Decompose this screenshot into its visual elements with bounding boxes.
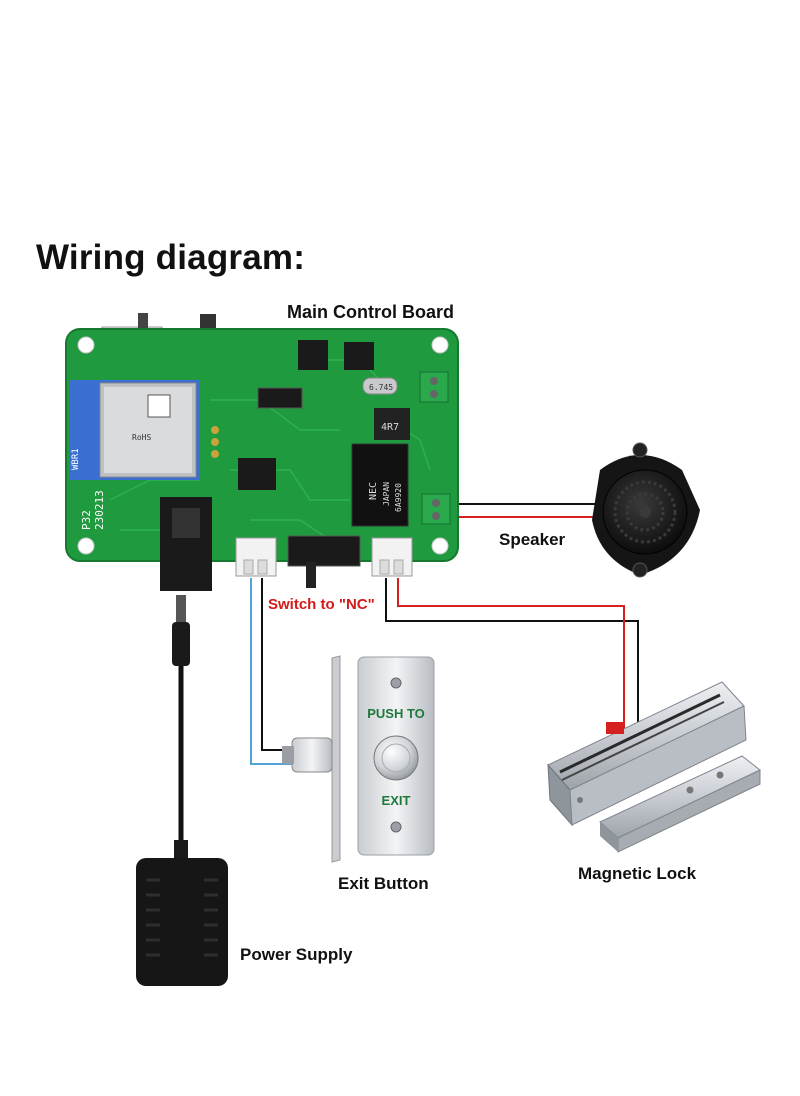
main-control-board-label: Main Control Board xyxy=(287,302,454,322)
plate-bottom-text: EXIT xyxy=(382,793,411,808)
exit-button-device: PUSH TO EXIT xyxy=(282,655,435,863)
exit-button-label: Exit Button xyxy=(338,874,429,893)
relay-code-mark: 6A9920 xyxy=(394,483,403,512)
speaker-device xyxy=(592,442,700,578)
exit-wire-black xyxy=(261,578,292,751)
relay xyxy=(351,443,409,527)
inductor-mark: 4R7 xyxy=(381,422,399,433)
magnetic-lock-device xyxy=(547,681,761,853)
slide-switch-mid xyxy=(257,387,303,409)
switch-note-label: Switch to "NC" xyxy=(268,596,375,613)
ic-chip-2 xyxy=(298,340,328,370)
wires xyxy=(250,503,639,765)
speaker-label: Speaker xyxy=(499,530,566,549)
lock-wire-red xyxy=(397,578,625,728)
relay-brand-mark: NEC xyxy=(368,482,379,500)
power-supply-label: Power Supply xyxy=(240,945,353,964)
inductor xyxy=(374,408,410,440)
adapter-body xyxy=(136,858,228,986)
push-button xyxy=(373,735,419,781)
board-date-mark: 230213 xyxy=(93,490,106,530)
magnetic-lock-label: Magnetic Lock xyxy=(578,864,697,883)
module-mark: WBR1 xyxy=(71,448,81,470)
ic-chip-3 xyxy=(344,342,374,370)
lock-wire-black xyxy=(385,578,639,722)
board-model-mark: P32 xyxy=(80,510,93,530)
ic-chip-1 xyxy=(238,458,276,490)
crystal-mark: 6.745 xyxy=(369,383,393,392)
power-supply-device xyxy=(136,595,228,986)
exit-connector xyxy=(235,537,277,577)
crystal xyxy=(362,377,398,395)
rohs-mark: RoHS xyxy=(132,433,151,442)
exit-wire-blue xyxy=(250,578,292,765)
plate-top-text: PUSH TO xyxy=(367,706,425,721)
nc-no-slide-switch xyxy=(287,535,361,567)
main-control-board: RoHS WBR1 P32 230213 6.745 4R7 NEC JAPAN… xyxy=(65,313,459,591)
relay-origin-mark: JAPAN xyxy=(382,482,391,506)
diagram-title: Wiring diagram: xyxy=(36,238,306,277)
lock-connector xyxy=(371,537,413,577)
